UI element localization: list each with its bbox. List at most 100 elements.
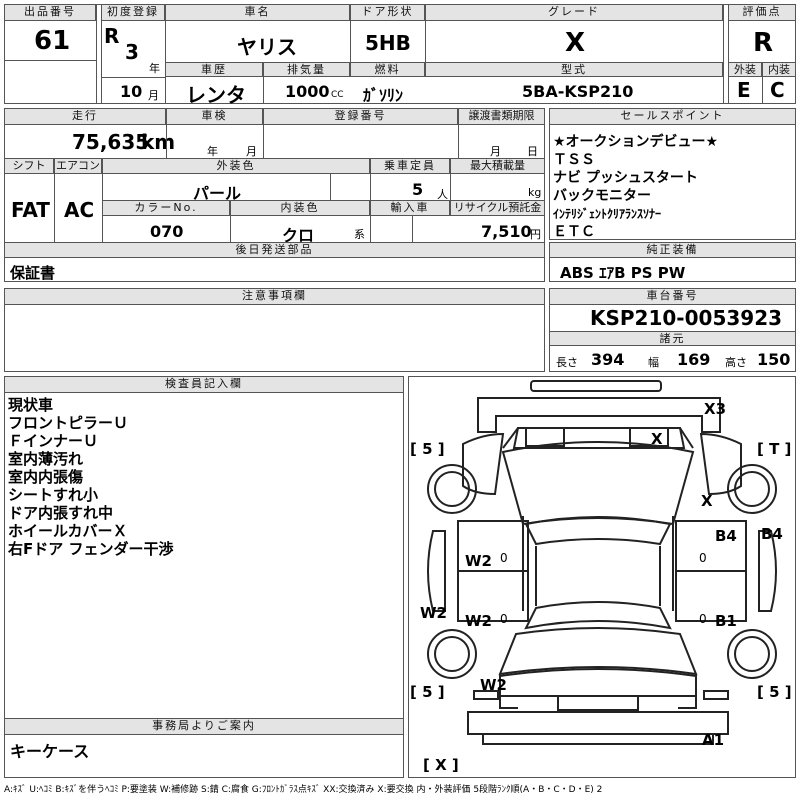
equipment-label: 純正装備: [549, 242, 796, 258]
max-load-unit: kg: [528, 186, 542, 199]
damage-mark-b4-side: B4: [761, 525, 783, 543]
reg-month: 10: [120, 82, 143, 101]
legend: A:ｷｽﾞ U:ﾍｺﾐ B:ｷｽﾞを伴うﾍｺﾐ P:要塗装 W:補修跡 S:錆 …: [4, 785, 603, 795]
height: 150: [757, 350, 791, 369]
recycle-label: リサイクル預託金: [450, 200, 545, 216]
shift-label: シフト: [4, 158, 54, 174]
inspector-label: 検査員記入欄: [4, 376, 404, 393]
capacity-label: 乗車定員: [370, 158, 450, 174]
length: 394: [591, 350, 625, 369]
shift: FAT: [11, 198, 50, 222]
sales-point: ナビ プッシュスタート: [553, 170, 698, 186]
max-load-label: 最大積載量: [450, 158, 545, 174]
displacement: 1000: [285, 82, 330, 101]
office-note: キーケース: [10, 742, 90, 761]
capacity-unit: 人: [437, 188, 448, 201]
mileage-label: 走行: [4, 108, 166, 125]
color-no: 070: [150, 222, 184, 241]
era: R: [104, 24, 120, 48]
model-label: 型式: [425, 62, 723, 77]
inspection-label: 車検: [166, 108, 263, 125]
damage-mark-x3: X3: [704, 400, 727, 418]
transfer-month-unit: 月: [490, 145, 501, 158]
mileage: 75,635: [72, 130, 150, 154]
model: 5BA-KSP210: [522, 82, 634, 101]
inspector-notes: 現状車 フロントピラーＵ ＦインナーＵ 室内薄汚れ 室内内張傷 シートすれ小 ド…: [8, 396, 173, 558]
chassis-number: KSP210-0053923: [590, 306, 783, 330]
transfer-doc-label: 譲渡書類期限: [458, 108, 545, 125]
car-diagram-box: [408, 376, 796, 778]
dims-label: 諸元: [549, 331, 796, 346]
tire-rear-right: [ 5 ]: [757, 683, 792, 701]
inspector-note: シートすれ小: [8, 486, 99, 504]
history-label: 車歴: [165, 62, 263, 77]
damage-mark-windshield-x: X: [651, 430, 663, 448]
sales-point: ★オークションデビュー★: [553, 134, 719, 150]
notes-label: 注意事項欄: [4, 288, 545, 305]
inspector-note: 室内内張傷: [8, 468, 84, 486]
height-label: 高さ: [725, 356, 747, 369]
damage-mark-b4-door: B4: [715, 527, 737, 545]
score-label: 評価点: [728, 4, 796, 21]
inspector-note: ＦインナーＵ: [8, 432, 99, 450]
later-parts: 保証書: [10, 264, 56, 282]
ac: AC: [64, 198, 95, 222]
damage-mark-w2-front: W2: [465, 552, 492, 570]
width-label: 幅: [648, 356, 659, 369]
damage-mark-b1: B1: [715, 612, 737, 630]
spare-tire: [ X ]: [423, 756, 459, 774]
fuel-label: 燃料: [350, 62, 425, 77]
exterior-label: 外装: [728, 62, 762, 77]
displacement-unit: CC: [331, 90, 344, 100]
displacement-label: 排気量: [263, 62, 350, 77]
damage-mark-0b: 0: [500, 612, 508, 626]
width: 169: [677, 350, 711, 369]
sales-point: ｲﾝﾃﾘｼﾞｪﾝﾄｸﾘｱﾗﾝｽｿﾅｰ: [553, 207, 662, 221]
tire-front-left: [ 5 ]: [410, 440, 445, 458]
lot-number: 61: [34, 26, 71, 56]
car-name-label: 車名: [165, 4, 350, 21]
ac-label: エアコン: [54, 158, 102, 174]
sales-point: バックモニター: [553, 188, 651, 204]
damage-mark-0c: 0: [699, 551, 707, 565]
interior-color-unit: 系: [354, 228, 365, 241]
lot-label: 出品番号: [4, 4, 96, 21]
exterior-color-label: 外装色: [102, 158, 370, 174]
sales-point: ＴＳＳ: [553, 152, 595, 168]
office-label: 事務局よりご案内: [4, 718, 404, 735]
tire-front-right: [ T ]: [757, 440, 792, 458]
inspection-year-unit: 年: [207, 145, 218, 158]
interior-color: クロ: [282, 226, 315, 245]
sales-points-list: ★オークションデビュー★ ＴＳＳ ナビ プッシュスタート バックモニター ｲﾝﾃ…: [553, 133, 718, 241]
inspector-note: フロントピラーＵ: [8, 414, 129, 432]
reg-number-label: 登録番号: [263, 108, 458, 125]
damage-mark-right-x: X: [701, 492, 713, 510]
damage-mark-0a: 0: [500, 551, 508, 565]
car-diagram: [427, 380, 777, 745]
equipment: ABS ｴｱB PS PW: [560, 264, 686, 282]
reg-year: 3: [125, 40, 139, 64]
damage-mark-a1: A1: [702, 731, 725, 749]
inspection-month-unit: 月: [246, 145, 257, 158]
inspector-note: ドア内張すれ中: [8, 504, 114, 522]
door-type: 5HB: [365, 31, 411, 55]
sales-point: ＥＴＣ: [553, 224, 595, 240]
fuel: ｶﾞｿﾘﾝ: [363, 86, 404, 105]
recycle-fee: 7,510: [481, 222, 532, 241]
car-name: ヤリス: [237, 35, 297, 59]
inspector-note: 右Fドア フェンダー干渉: [8, 540, 174, 558]
door-label: ドア形状: [350, 4, 425, 21]
color-no-label: カラーNo.: [102, 200, 230, 216]
grade-label: グレード: [425, 4, 723, 21]
damage-mark-w2-bottom: W2: [480, 676, 507, 694]
damage-mark-w2-side: W2: [420, 604, 447, 622]
tire-rear-left: [ 5 ]: [410, 683, 445, 701]
recycle-unit: 円: [530, 228, 541, 241]
first-reg-label: 初度登録: [101, 4, 165, 21]
exterior-color: パール: [193, 184, 242, 203]
inspector-note: 現状車: [8, 396, 54, 414]
transfer-day-unit: 日: [527, 145, 538, 158]
month-unit: 月: [148, 89, 159, 102]
import-label: 輸入車: [370, 200, 450, 216]
inspector-note: ホイールカバーＸ: [8, 522, 128, 540]
